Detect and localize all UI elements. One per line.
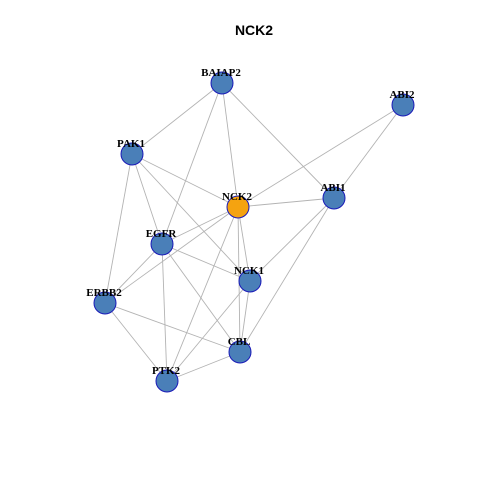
edge-erbb2-cbl [104, 302, 241, 353]
node-cbl [228, 340, 252, 364]
node-nck2 [226, 195, 250, 219]
edge-baiap2-egfr [161, 82, 223, 245]
node-baiap2 [210, 71, 234, 95]
edge-pak1-nck1 [131, 153, 251, 282]
node-label-abi1: ABI1 [320, 182, 345, 194]
edge-pak1-erbb2 [104, 153, 133, 304]
edges-layer [104, 82, 404, 382]
node-erbb2 [93, 291, 117, 315]
node-label-pak1: PAK1 [117, 138, 145, 150]
nodes-layer [93, 71, 415, 393]
edge-erbb2-ptk2 [104, 302, 168, 382]
node-nck1 [238, 269, 262, 293]
edge-nck2-ptk2 [166, 206, 239, 382]
edge-egfr-erbb2 [104, 243, 163, 304]
edge-abi1-nck1 [249, 197, 335, 282]
node-label-baiap2: BAIAP2 [201, 67, 241, 79]
node-label-nck2: NCK2 [222, 191, 252, 203]
node-ptk2 [155, 369, 179, 393]
edge-egfr-ptk2 [161, 243, 168, 382]
edge-baiap2-pak1 [131, 82, 223, 155]
edge-pak1-egfr [131, 153, 163, 245]
edge-egfr-cbl [161, 243, 241, 353]
node-label-abi2: ABI2 [389, 89, 415, 101]
edge-nck2-erbb2 [104, 206, 239, 304]
edge-nck2-abi1 [237, 197, 335, 208]
node-label-nck1: NCK1 [234, 265, 264, 277]
edge-baiap2-nck2 [221, 82, 239, 208]
edge-abi2-abi1 [333, 104, 404, 199]
edge-nck2-nck1 [237, 206, 251, 282]
edge-baiap2-abi1 [221, 82, 335, 199]
node-label-ptk2: PTK2 [152, 365, 181, 377]
edge-egfr-nck1 [161, 243, 251, 282]
node-label-egfr: EGFR [146, 228, 178, 240]
node-abi1 [322, 186, 346, 210]
edge-abi2-nck2 [237, 104, 404, 208]
edge-nck2-egfr [161, 206, 239, 245]
node-label-erbb2: ERBB2 [86, 287, 122, 299]
node-egfr [150, 232, 174, 256]
edge-abi1-cbl [239, 197, 335, 353]
edge-cbl-ptk2 [166, 351, 241, 382]
edge-nck1-cbl [239, 280, 251, 353]
edge-nck1-ptk2 [166, 280, 251, 382]
node-label-cbl: CBL [228, 336, 251, 348]
graph-title: NCK2 [235, 22, 273, 38]
edge-pak1-nck2 [131, 153, 239, 208]
node-pak1 [120, 142, 144, 166]
node-abi2 [391, 93, 415, 117]
